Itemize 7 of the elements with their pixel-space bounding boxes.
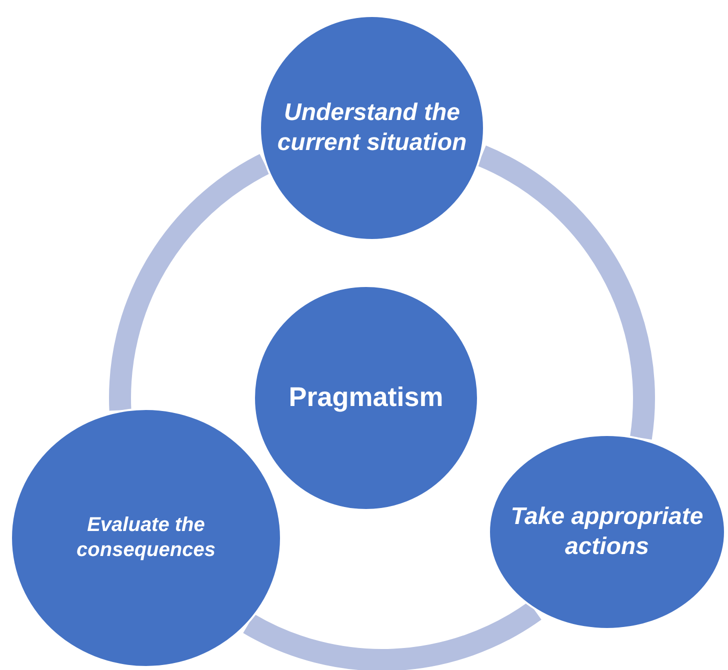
ring-arc [476,146,655,439]
node-text: Evaluate the consequences [76,513,216,563]
node-text: Pragmatism [288,381,444,414]
ring-arc [109,154,270,410]
node-text: Take appropriate actions [510,502,704,562]
ring-arc [244,601,541,670]
node-text: Understand the current situation [277,98,467,158]
